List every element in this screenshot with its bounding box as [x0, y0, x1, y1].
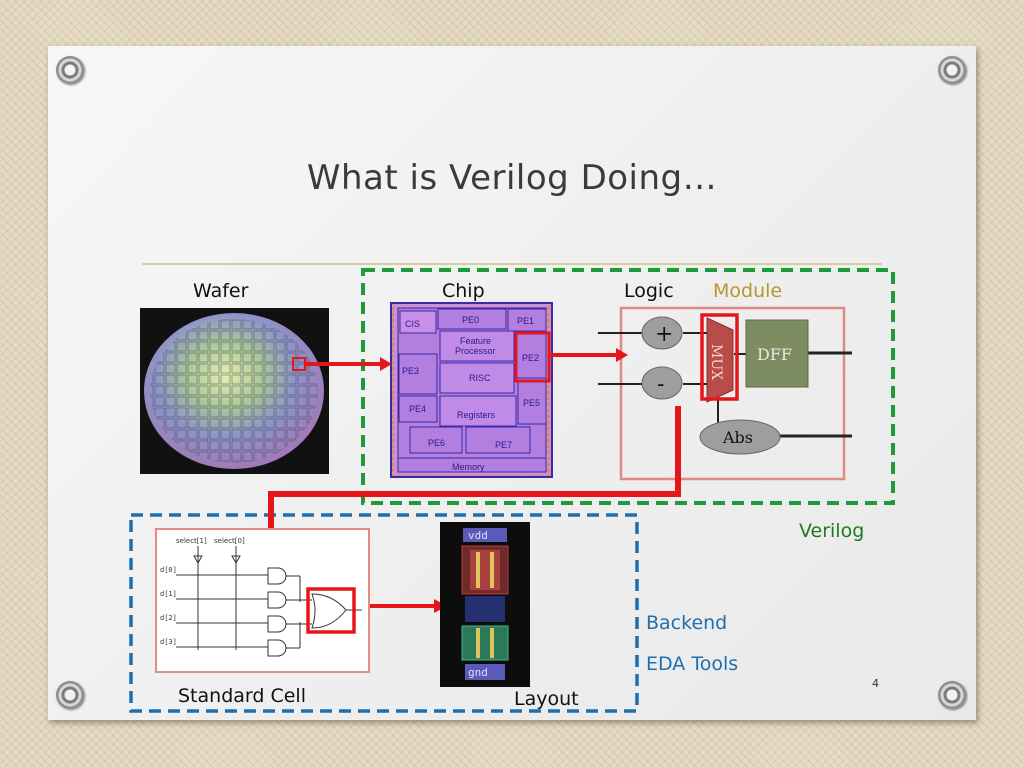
label-wafer: Wafer [193, 280, 249, 302]
logic-module: + - MUX DFF Abs [598, 306, 852, 481]
standard-cell-schematic: select[1] select[0] d[0] d[1] d[2] d[3] [155, 528, 370, 673]
chip-block-pe4 [398, 395, 438, 423]
title-underline [142, 263, 882, 265]
schematic-d0: d[0] [160, 566, 177, 574]
chip-block-pe6 [409, 426, 463, 454]
chip-label-pe5: PE5 [523, 398, 540, 408]
chip-label-risc: RISC [469, 373, 491, 383]
chip-block-registers [439, 395, 517, 427]
chip-label-pe2: PE2 [522, 353, 539, 363]
chip-block-pe7 [465, 426, 531, 454]
schematic-d3: d[3] [160, 638, 177, 646]
label-chip: Chip [442, 280, 485, 302]
chip-label-pe6: PE6 [428, 438, 445, 448]
label-module: Module [713, 280, 783, 302]
verilog-region-frame [361, 268, 895, 505]
chip-label-pe1: PE1 [517, 316, 534, 326]
chip-image: CIS PE0 PE1 Feature Processor PE2 PE3 RI… [390, 302, 553, 478]
schematic-d1: d[1] [160, 590, 177, 598]
label-standard-cell: Standard Cell [178, 685, 306, 707]
chip-block-memory [397, 457, 547, 473]
screw-icon-bottom-left [56, 681, 84, 709]
chip-label-cis: CIS [405, 319, 420, 329]
schematic-select1: select[1] [176, 537, 207, 545]
chip-block-pe3 [398, 353, 438, 395]
dff-block [745, 319, 809, 388]
abs-node [699, 419, 781, 455]
label-eda-tools: EDA Tools [646, 653, 739, 675]
chip-label-feature: Feature [460, 336, 491, 346]
chip-label-pe0: PE0 [462, 315, 479, 325]
wafer-die-highlight [292, 357, 306, 371]
dff-label: DFF [757, 345, 792, 364]
label-verilog: Verilog [799, 520, 865, 542]
chip-label-registers: Registers [457, 410, 496, 420]
module-boundary [619, 306, 846, 481]
label-backend: Backend [646, 612, 728, 634]
layout-gnd-label: gnd [468, 666, 488, 679]
arrow-wafer-to-chip [380, 357, 392, 371]
slide-title: What is Verilog Doing… [306, 158, 718, 198]
layout-image: vdd gnd [440, 522, 530, 687]
mux-block [706, 317, 734, 403]
chip-label-memory: Memory [452, 462, 485, 472]
page-number: 4 [872, 677, 879, 690]
label-layout: Layout [514, 688, 579, 710]
subtractor-node [641, 366, 683, 400]
arrow-chip-to-logic [616, 348, 628, 362]
screw-icon-bottom-right [938, 681, 966, 709]
chip-block-risc [439, 362, 515, 394]
chip-label-pe4: PE4 [409, 404, 426, 414]
adder-node [641, 316, 683, 350]
subtractor-label: - [657, 372, 664, 397]
label-logic: Logic [624, 280, 674, 302]
layout-vdd-label: vdd [468, 529, 488, 542]
chip-block-pe0 [437, 308, 507, 330]
chip-label-processor: Processor [455, 346, 496, 356]
chip-block-cis [399, 310, 437, 334]
chip-block-pe5 [517, 379, 547, 425]
chip-label-pe3: PE3 [402, 366, 419, 376]
screw-icon-top-right [938, 56, 966, 84]
schematic-d2: d[2] [160, 614, 177, 622]
or-gate-highlight [306, 587, 356, 634]
screw-icon-top-left [56, 56, 84, 84]
schematic-select0: select[0] [214, 537, 245, 545]
backend-region-frame [129, 513, 639, 713]
chip-block-feature-processor [439, 330, 515, 362]
adder-label: + [655, 322, 673, 347]
abs-label: Abs [722, 428, 753, 447]
wafer-image [140, 308, 329, 474]
chip-block-pe1 [507, 308, 547, 332]
mux-label: MUX [708, 344, 724, 380]
mux-highlight [700, 313, 739, 401]
chip-label-pe7: PE7 [495, 440, 512, 450]
chip-block-pe2 [515, 332, 547, 379]
